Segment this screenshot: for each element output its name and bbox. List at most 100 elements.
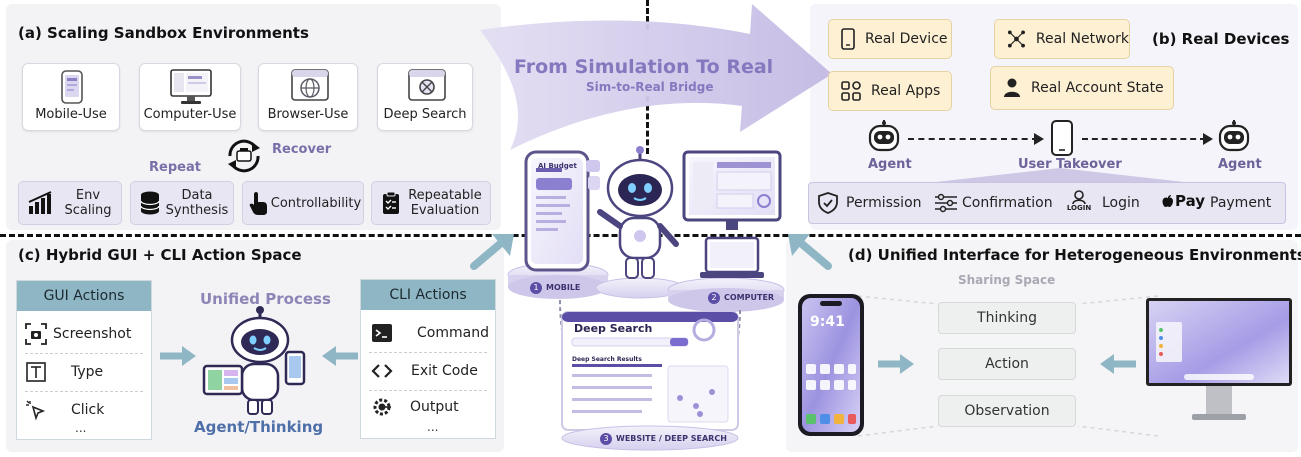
cli-action-label: Exit Code — [411, 363, 478, 379]
takeover-confirmation: Confirmation — [962, 195, 1053, 211]
takeover-phone-icon — [1051, 120, 1073, 156]
section-c-title: (c) Hybrid GUI + CLI Action Space — [18, 246, 302, 264]
takeover-permission: Permission — [846, 195, 922, 211]
sharing-space-label: Sharing Space — [958, 273, 1056, 287]
feature-label-data-synthesis: Data Synthesis — [165, 188, 229, 218]
feature-data-synthesis: Data Synthesis — [130, 181, 234, 225]
row-separator — [369, 352, 487, 353]
feature-repeatable-evaluation: Repeatable Evaluation — [371, 181, 491, 225]
cli-action-output: Output — [361, 388, 495, 426]
browser-globe-icon — [291, 69, 329, 101]
center-website-num: 3 — [600, 433, 612, 445]
takeover-login: Login — [1102, 195, 1140, 211]
vertical-divider-mid — [646, 96, 649, 154]
real-network-box: Real Network — [994, 19, 1130, 59]
real-account-label: Real Account State — [1031, 80, 1164, 96]
text-cursor-icon — [26, 362, 46, 382]
cli-action-label: Command — [417, 325, 489, 341]
output-gear-icon — [373, 398, 391, 416]
agent-right-label: Agent — [1218, 157, 1262, 172]
takeover-payment: Payment — [1210, 195, 1272, 211]
user-icon — [1004, 78, 1020, 97]
real-account-box: Real Account State — [990, 66, 1174, 110]
unified-phone-illustration — [798, 294, 864, 436]
section-a-title: (a) Scaling Sandbox Environments — [18, 24, 309, 42]
apple-pay-text: Pay — [1175, 192, 1206, 210]
center-mobile-num: 1 — [530, 282, 542, 294]
clipboard-check-icon — [383, 191, 399, 214]
center-computer-label: COMPUTER — [724, 293, 775, 302]
bridge-subtitle: Sim-to-Real Bridge — [586, 80, 714, 94]
phone-icon — [841, 28, 855, 50]
bridge-title: From Simulation To Real — [514, 56, 774, 78]
sharing-space-lines — [858, 295, 1158, 437]
search-window-icon — [408, 69, 446, 101]
user-takeover-label: User Takeover — [1018, 157, 1122, 172]
arrow-cli-to-agent — [322, 346, 358, 366]
env-label-browser: Browser-Use — [267, 107, 349, 122]
gui-action-type: Type — [17, 353, 151, 391]
gui-action-label: Screenshot — [53, 326, 132, 342]
arrow-d-to-center — [788, 234, 832, 270]
flow-arrow-2 — [1082, 138, 1206, 140]
arrow-phone-to-space — [878, 354, 914, 374]
click-pointer-icon — [26, 400, 46, 421]
cli-more: ... — [427, 420, 439, 434]
cli-actions-header: CLI Actions — [361, 280, 495, 310]
agent-left-label: Agent — [868, 157, 912, 172]
unified-process-label: Unified Process — [200, 290, 331, 308]
env-card-mobile: Mobile-Use — [22, 63, 120, 131]
env-label-deep-search: Deep Search — [383, 107, 467, 122]
arrow-gui-to-agent — [160, 346, 196, 366]
real-device-label: Real Device — [865, 31, 948, 47]
gui-action-click: Click — [17, 391, 151, 429]
real-apps-label: Real Apps — [871, 83, 941, 99]
feature-label-env-scaling: Env Scaling — [64, 188, 112, 218]
real-network-label: Real Network — [1035, 31, 1129, 47]
env-label-computer: Computer-Use — [143, 107, 237, 122]
sim-to-real-arrow — [480, 4, 832, 150]
center-illustration — [507, 146, 785, 451]
gui-more: ... — [75, 421, 87, 435]
env-label-mobile: Mobile-Use — [35, 107, 107, 122]
cli-actions-column: CLI Actions Command Exit Code Output ... — [360, 279, 496, 439]
screenshot-icon — [25, 323, 47, 345]
env-card-browser: Browser-Use — [258, 63, 358, 131]
section-d-title: (d) Unified Interface for Heterogeneous … — [848, 246, 1301, 264]
bar-growth-icon — [28, 191, 52, 214]
agent-thinking-label: Agent/Thinking — [194, 418, 324, 436]
real-device-box: Real Device — [828, 19, 952, 59]
section-b-title: (b) Real Devices — [1152, 30, 1290, 48]
shield-check-icon — [818, 192, 838, 214]
code-brackets-icon — [371, 364, 393, 378]
vertical-divider-top — [646, 0, 649, 30]
database-icon — [140, 191, 160, 215]
login-icon-text: LOGIN — [1066, 204, 1092, 212]
gui-actions-header: GUI Actions — [17, 281, 151, 311]
center-search-title: Deep Search — [574, 322, 653, 335]
center-website-label: WEBSITE / DEEP SEARCH — [616, 434, 727, 443]
gui-action-label: Type — [71, 364, 104, 380]
env-card-computer: Computer-Use — [139, 63, 241, 131]
flow-arrow-1 — [908, 138, 1038, 140]
flow-arrowhead-1 — [1034, 133, 1044, 145]
apple-pay-icon: Pay — [1162, 192, 1205, 210]
row-separator — [25, 391, 143, 392]
feature-label-controllability: Controllability — [270, 195, 362, 211]
feature-label-repeatable-evaluation: Repeatable Evaluation — [408, 188, 482, 218]
robot-head-icon-right — [1218, 120, 1250, 152]
center-phone-app: AI Budget — [538, 162, 577, 170]
sliders-icon — [935, 193, 957, 213]
center-search-results: Deep Search Results — [572, 356, 642, 363]
unified-phone-time: 9:41 — [810, 314, 845, 330]
login-icon: LOGIN — [1066, 190, 1092, 216]
recover-label: Recover — [272, 142, 332, 157]
monitor-icon — [170, 69, 212, 104]
phone-icon — [61, 70, 83, 104]
cli-action-command: Command — [361, 314, 495, 352]
feature-env-scaling: Env Scaling — [18, 181, 122, 225]
cli-action-label: Output — [410, 399, 459, 415]
takeover-funnel — [900, 168, 1220, 186]
unified-thinking-box: Thinking — [938, 302, 1076, 334]
unified-monitor-illustration — [1146, 298, 1292, 420]
